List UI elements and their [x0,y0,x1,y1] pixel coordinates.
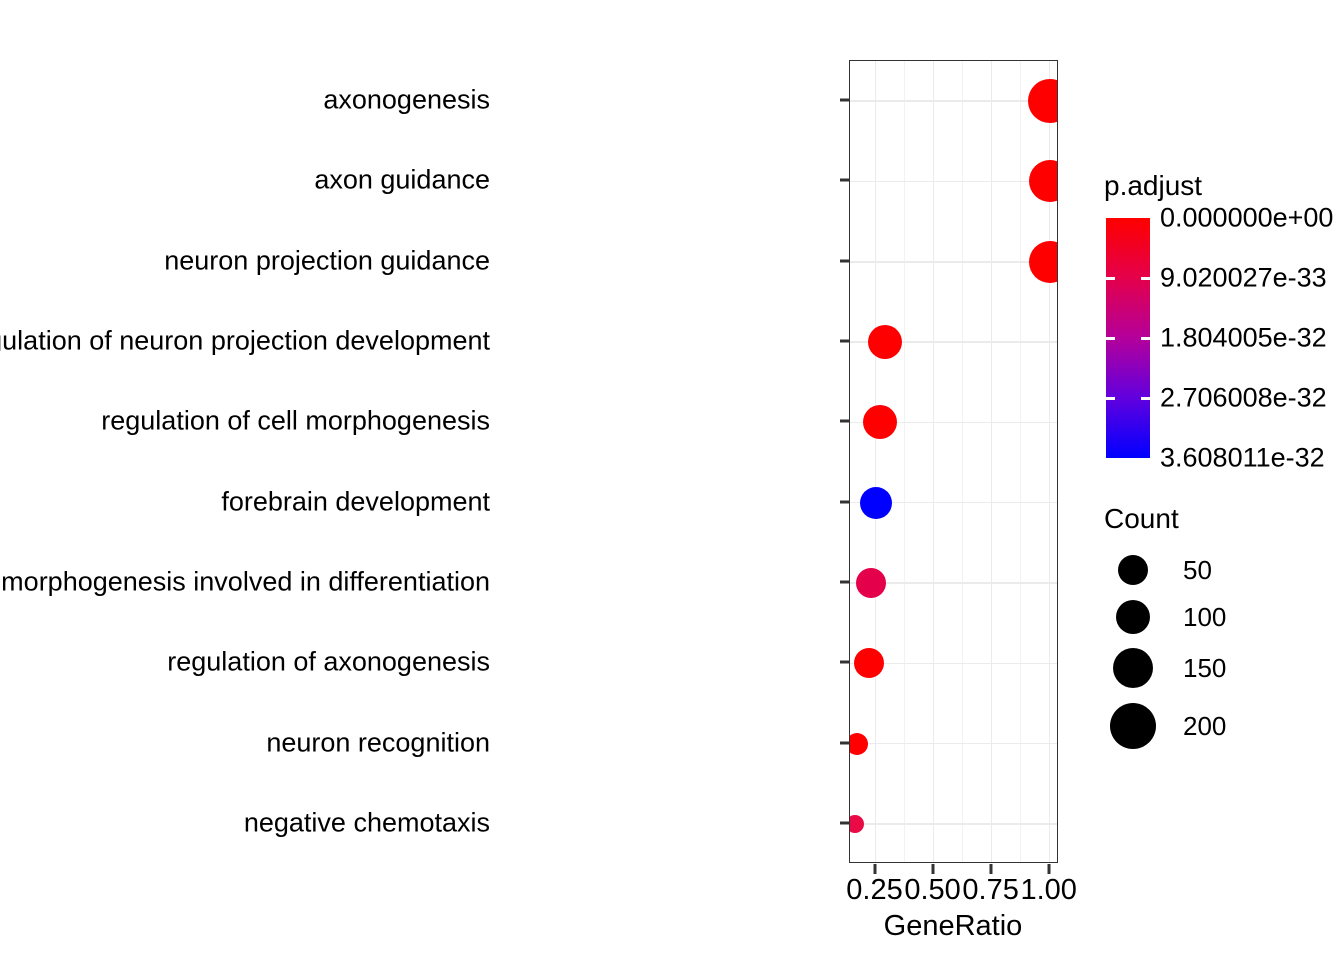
y-axis-tick-label: regulation of cell morphogenesis involve… [0,566,490,597]
y-axis-tick [840,98,849,102]
data-point-dot [853,648,884,679]
y-axis-tick-label: regulation of neuron projection developm… [0,325,490,356]
colorbar-tick-label: 1.804005e-32 [1160,322,1327,353]
data-point-dot [1028,160,1057,203]
colorbar-tick-label: 0.000000e+00 [1160,202,1334,233]
data-point-dot [863,405,898,440]
count-legend-label: 150 [1183,653,1227,683]
x-axis-tick [989,864,993,874]
gridline-vertical-minor [904,61,906,862]
data-point-dot [1027,79,1057,124]
colorbar-tick [1141,396,1150,400]
y-axis-tick-label: axon guidance [314,164,490,195]
y-axis-tick-label: negative chemotaxis [243,807,490,838]
colorbar-tick-label: 9.020027e-33 [1160,262,1327,293]
colorbar-tick [1106,276,1115,280]
y-axis-tick [840,339,849,343]
gridline-horizontal [850,421,1057,424]
count-legend-title: Count [1104,503,1179,534]
data-point-dot [855,567,886,598]
count-legend-key [1116,600,1150,634]
y-axis-tick [840,500,849,504]
y-axis-tick [840,741,849,745]
data-point-dot [850,732,868,755]
x-axis-tick [1047,864,1051,874]
x-axis-title: GeneRatio [883,910,1023,942]
count-legend-label: 100 [1183,602,1227,632]
y-axis-tick-label: neuron recognition [266,727,490,758]
x-axis-tick [931,864,935,874]
gridline-vertical-minor [1020,61,1022,862]
x-axis-tick-label: 0.50 [904,874,961,906]
y-axis-tick [840,419,849,423]
colorbar-tick-label: 2.706008e-32 [1160,382,1327,413]
gridline-vertical-minor [962,61,964,862]
gridline-vertical-major [990,61,993,862]
gridline-vertical-major [932,61,935,862]
gridline-horizontal [850,662,1057,664]
count-legend-key [1110,703,1156,749]
y-axis-tick-label: regulation of cell morphogenesis [101,405,490,436]
y-axis-tick-label: axonogenesis [323,84,490,115]
y-axis-tick [840,178,849,182]
colorbar-tick [1106,396,1115,400]
data-point-dot [1028,240,1057,283]
gridline-horizontal [850,823,1057,825]
x-axis-tick [873,864,877,874]
y-axis-tick [840,821,849,825]
gridline-horizontal [850,582,1057,584]
y-axis-tick-label: forebrain development [221,486,490,517]
colorbar-tick-label: 3.608011e-32 [1160,442,1325,473]
colorbar-tick [1141,336,1150,340]
x-axis-tick-label: 0.75 [962,874,1019,906]
gridline-horizontal [850,261,1057,263]
gridline-horizontal [850,501,1057,504]
x-axis-tick-label: 0.25 [846,874,903,906]
count-legend-label: 50 [1183,555,1212,585]
gridline-horizontal [850,341,1057,343]
y-axis-tick [840,580,849,584]
data-point-dot [850,814,864,833]
padjust-colorbar [1106,218,1150,458]
padjust-legend-title: p.adjust [1104,170,1203,201]
y-axis-tick-label: regulation of axonogenesis [167,646,490,677]
gridline-horizontal [850,100,1057,102]
data-point-dot [867,325,902,360]
gridline-vertical-major [1048,61,1051,862]
count-legend-key [1113,648,1153,688]
plot-panel [849,60,1058,863]
x-axis-tick-label: 1.00 [1020,874,1077,906]
count-legend-key [1118,555,1148,585]
data-point-dot [859,486,892,519]
y-axis-tick [840,259,849,263]
gridline-horizontal [850,180,1057,183]
y-axis-tick [840,660,849,664]
colorbar-tick [1141,276,1150,280]
y-axis-tick-label: neuron projection guidance [164,245,490,276]
gridline-vertical-major [874,61,877,862]
gridline-horizontal [850,742,1057,745]
colorbar-tick [1106,336,1115,340]
count-legend-label: 200 [1183,711,1227,741]
